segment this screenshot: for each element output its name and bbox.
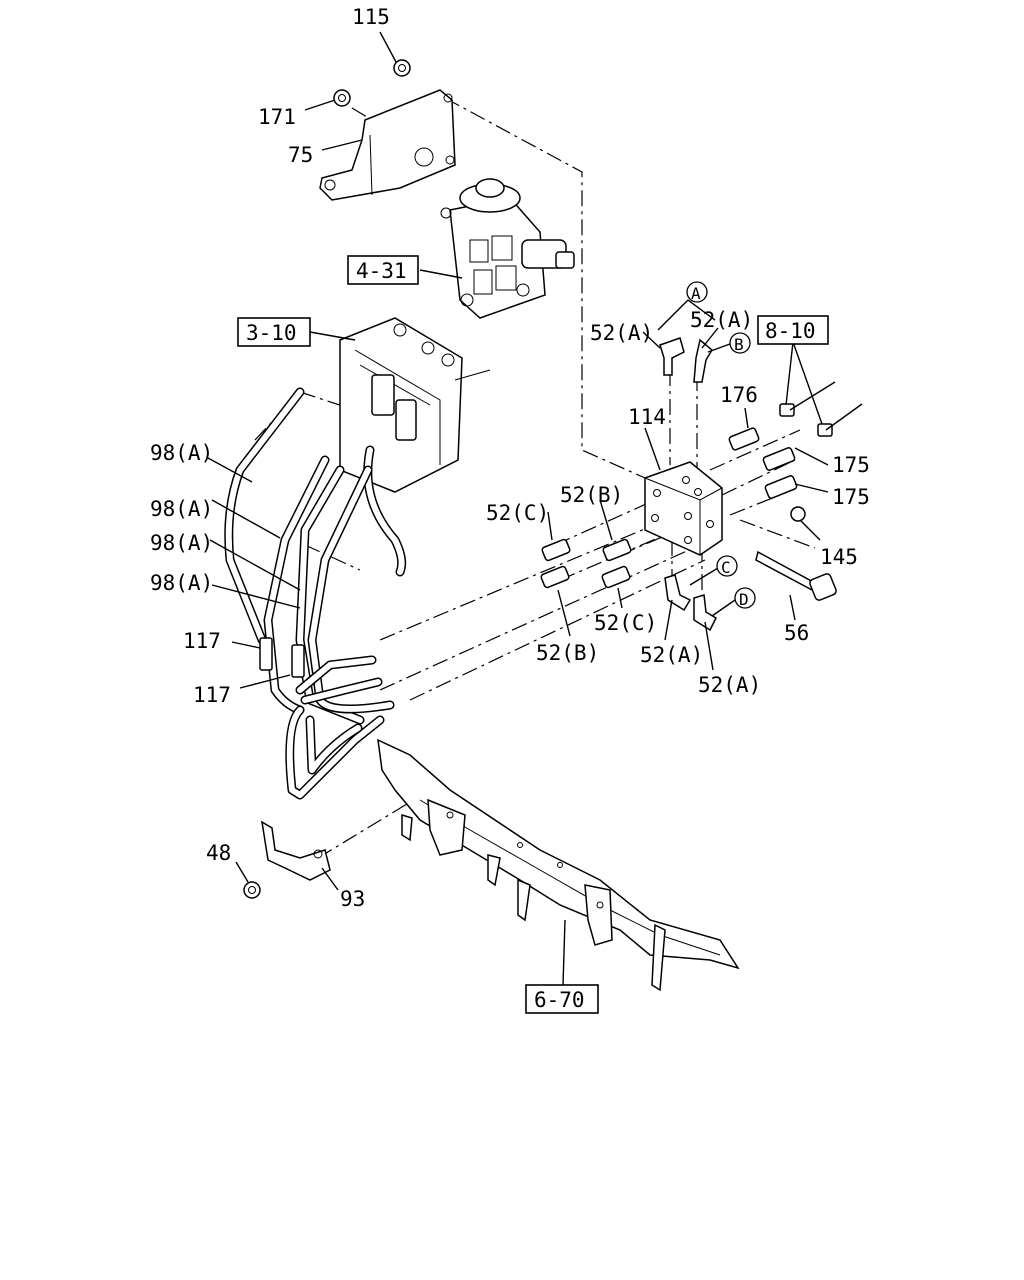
right-fittings: [728, 381, 863, 601]
fuel-tubes: [224, 387, 395, 800]
callout-52b-2: 52(B): [536, 641, 599, 665]
ref-box-3-10: [237, 317, 311, 347]
callout-52a-2: 52(A): [690, 308, 753, 332]
callout-52c-2: 52(C): [594, 611, 657, 635]
leader-lines: [207, 31, 829, 986]
nut-115-icon: [393, 59, 411, 77]
clamp-bracket-93: [261, 820, 331, 881]
valve-assembly: [339, 317, 491, 577]
callout-176: 176: [720, 383, 758, 407]
ref-box-4-31: [347, 255, 419, 285]
tube-clips: [259, 637, 305, 678]
fuel-pump-assembly: [440, 178, 575, 319]
marker-b-circle: [729, 332, 751, 354]
marker-d-label: D: [739, 590, 749, 609]
callout-52a-4: 52(A): [698, 673, 761, 697]
marker-b-label: B: [734, 335, 744, 354]
mounting-bracket: [319, 89, 456, 201]
callout-52a-3: 52(A): [640, 643, 703, 667]
callout-52a-1: 52(A): [590, 321, 653, 345]
callout-93: 93: [340, 887, 365, 911]
callout-48: 48: [206, 841, 231, 865]
ref-8-10-label: 8-10: [765, 319, 816, 343]
distribution-block: [644, 461, 723, 556]
ref-box-8-10: [757, 315, 829, 345]
callout-117-2: 117: [193, 683, 231, 707]
callout-171: 171: [258, 105, 296, 129]
nut-48-icon: [243, 881, 261, 899]
ref-box-6-70: [525, 984, 599, 1014]
ref-3-10-label: 3-10: [246, 321, 297, 345]
fittings: [540, 337, 717, 632]
frame-crossmember: [377, 738, 740, 992]
callout-98a-1: 98(A): [150, 441, 213, 465]
callout-98a-4: 98(A): [150, 571, 213, 595]
callout-114: 114: [628, 405, 666, 429]
callout-175-2: 175: [832, 485, 870, 509]
callout-75: 75: [288, 143, 313, 167]
callout-175-1: 175: [832, 453, 870, 477]
callout-56: 56: [784, 621, 809, 645]
callout-117-1: 117: [183, 629, 221, 653]
nut-171-icon: [333, 89, 351, 107]
callout-52c-1: 52(C): [486, 501, 549, 525]
marker-d-circle: [734, 587, 756, 609]
callout-52b-1: 52(B): [560, 483, 623, 507]
marker-a-label: A: [691, 284, 701, 303]
marker-c-label: C: [721, 558, 731, 577]
ref-4-31-label: 4-31: [356, 259, 407, 283]
callout-98a-3: 98(A): [150, 531, 213, 555]
callout-98a-2: 98(A): [150, 497, 213, 521]
marker-c-circle: [716, 555, 738, 577]
marker-a-circle: [686, 281, 708, 303]
callout-145: 145: [820, 545, 858, 569]
ref-6-70-label: 6-70: [534, 988, 585, 1012]
callout-115: 115: [352, 5, 390, 29]
